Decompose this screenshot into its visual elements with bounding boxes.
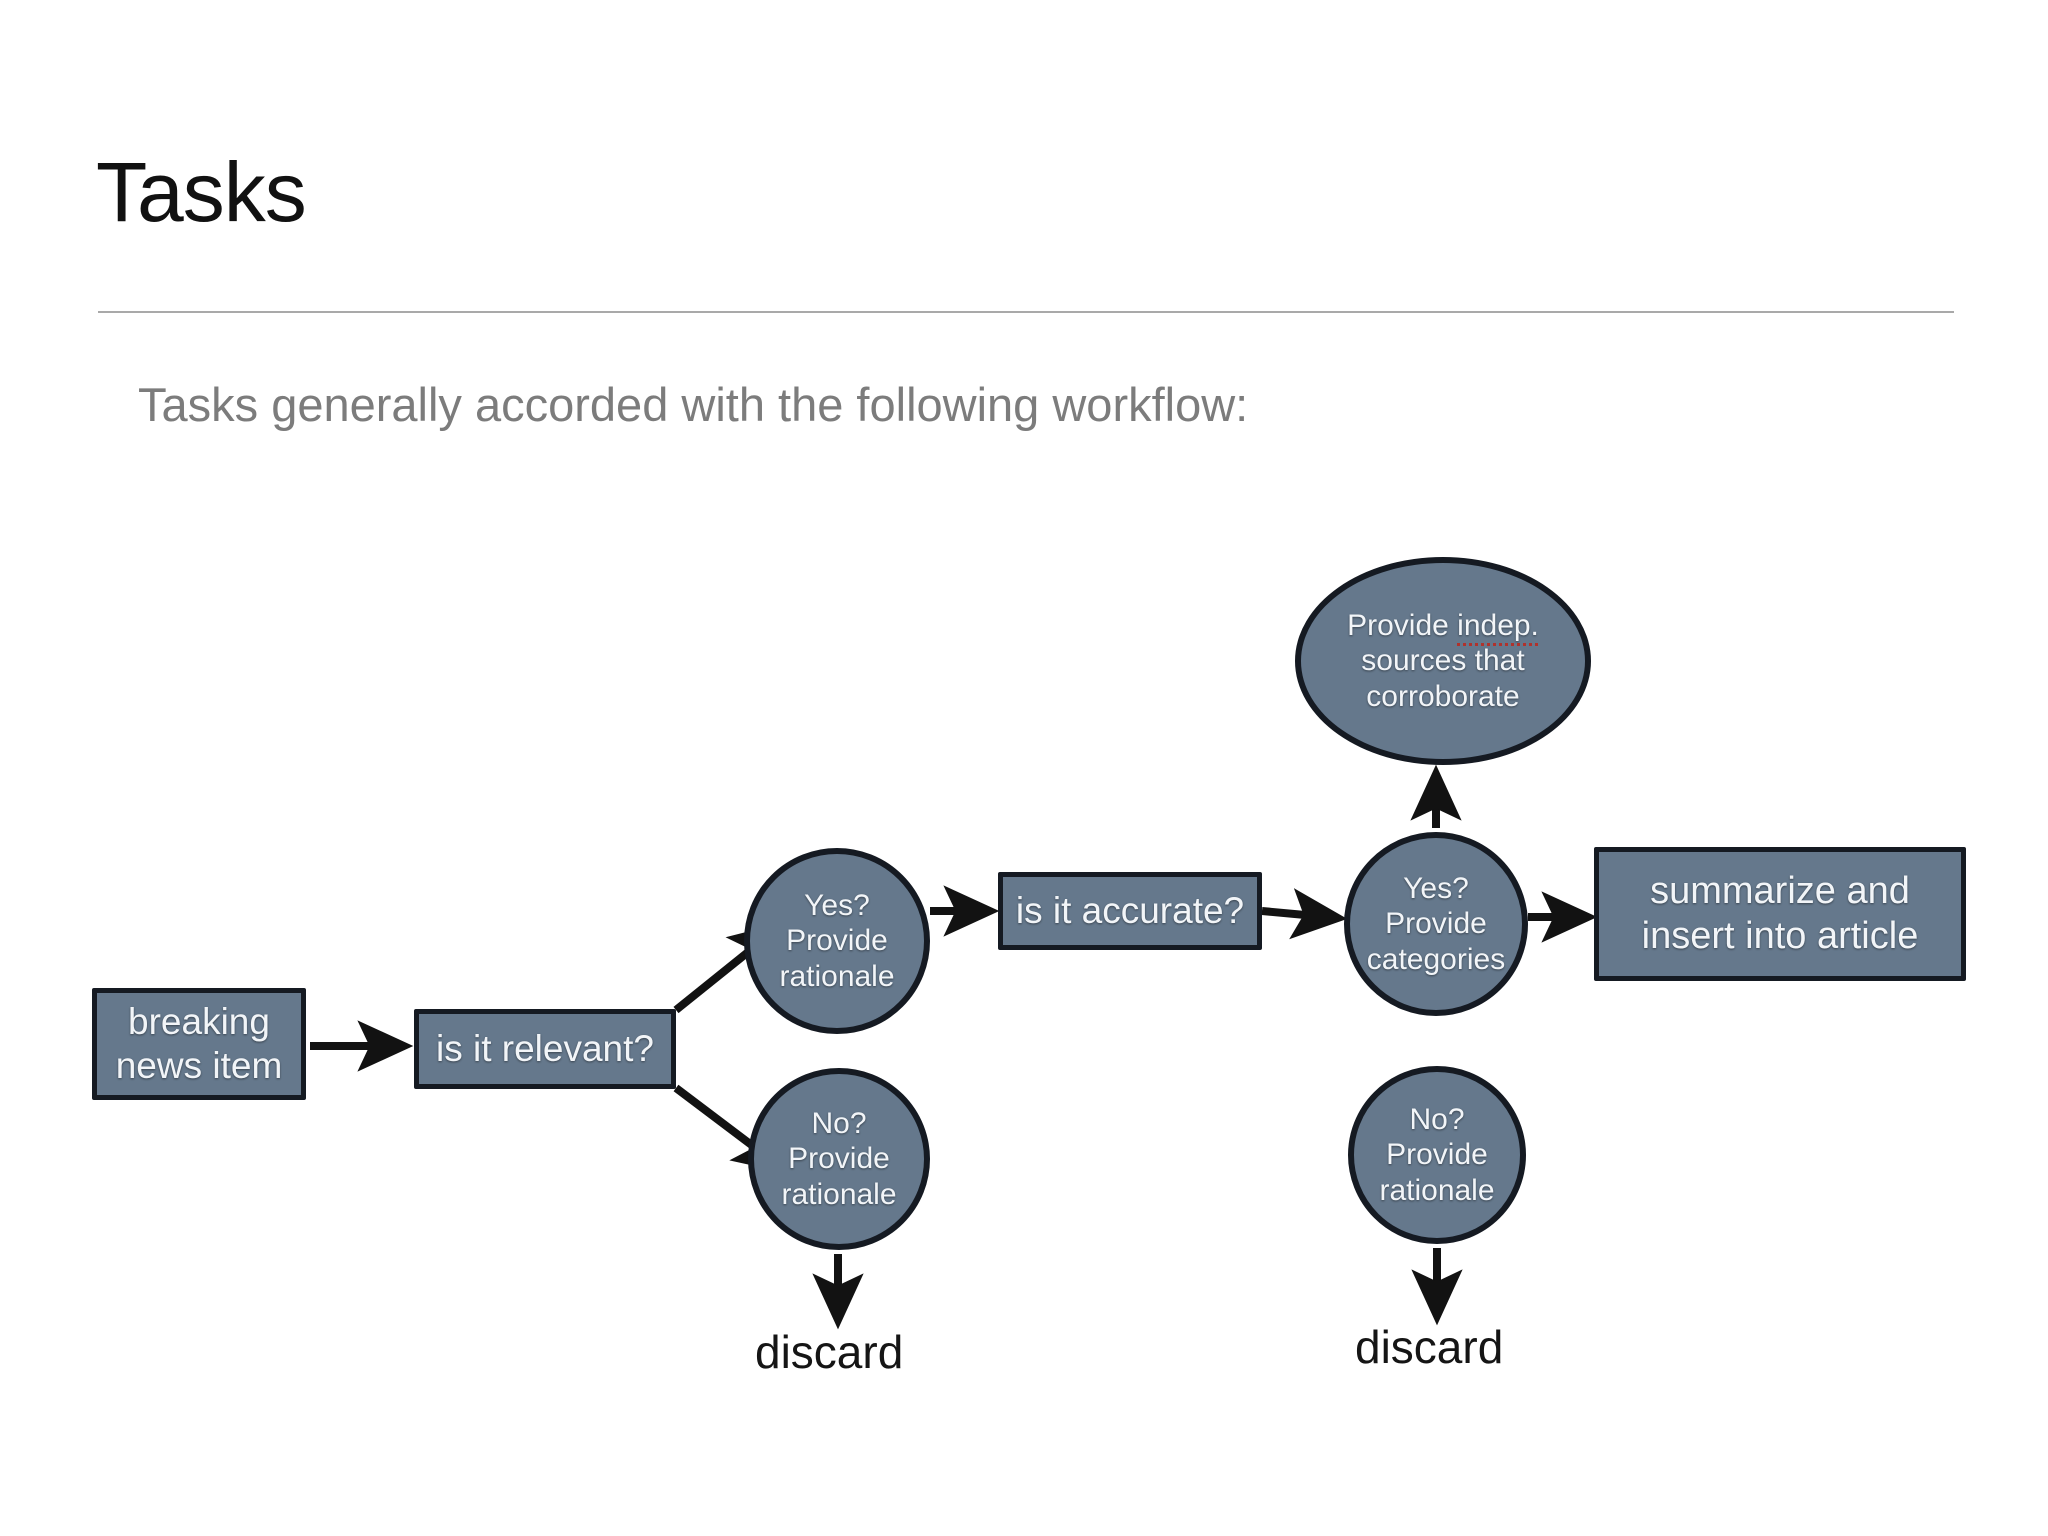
terminal-discard-left: discard [755, 1326, 904, 1378]
spellcheck-underlined-word: indep. [1457, 608, 1539, 647]
node-is-it-accurate[interactable]: is it accurate? [998, 872, 1262, 950]
node-provide-sources-line1-text: Provide [1347, 608, 1458, 642]
node-no-provide-rationale-right-line1: No? [1409, 1102, 1465, 1136]
page-title: Tasks [96, 145, 307, 239]
node-no-provide-rationale-left-line2: Provide [788, 1142, 890, 1176]
node-breaking-news-line1: breaking [128, 1001, 270, 1043]
node-yes-provide-rationale-line1: Yes? [804, 888, 870, 922]
node-is-it-relevant-label: is it relevant? [436, 1028, 654, 1070]
node-summarize-and-insert[interactable]: summarize and insert into article [1594, 847, 1966, 981]
node-yes-provide-categories[interactable]: Yes? Provide categories [1344, 832, 1528, 1016]
title-divider [98, 311, 1954, 313]
node-provide-sources-line3: corroborate [1366, 679, 1520, 713]
terminal-discard-right: discard [1355, 1321, 1504, 1373]
slide-subtitle: Tasks generally accorded with the follow… [138, 378, 1249, 431]
node-yes-provide-rationale-line2: Provide [786, 924, 888, 958]
node-breaking-news-line2: news item [115, 1045, 283, 1086]
node-provide-sources-line2: sources that [1361, 644, 1525, 678]
node-no-provide-rationale-right[interactable]: No? Provide rationale [1348, 1066, 1526, 1244]
node-breaking-news-item[interactable]: breaking news item [92, 988, 306, 1100]
node-yes-provide-categories-line3: categories [1366, 942, 1506, 976]
node-yes-provide-rationale[interactable]: Yes? Provide rationale [744, 848, 930, 1034]
node-yes-provide-categories-line2: Provide [1385, 907, 1487, 941]
node-yes-provide-rationale-line3: rationale [779, 959, 895, 993]
node-no-provide-rationale-left-line3: rationale [781, 1177, 897, 1211]
node-no-provide-rationale-right-line3: rationale [1379, 1173, 1495, 1207]
node-provide-sources-line1: Provide indep. [1341, 608, 1545, 647]
node-is-it-accurate-label: is it accurate? [1015, 890, 1245, 932]
node-summarize-line2: insert into article [1641, 915, 1919, 957]
node-no-provide-rationale-left[interactable]: No? Provide rationale [748, 1068, 930, 1250]
node-provide-independent-sources[interactable]: Provide indep. sources that corroborate [1295, 557, 1591, 765]
node-yes-provide-categories-line1: Yes? [1403, 871, 1469, 905]
node-no-provide-rationale-right-line2: Provide [1386, 1138, 1488, 1172]
node-no-provide-rationale-left-line1: No? [811, 1106, 867, 1140]
edge-isaccurate-to-yescategories [1261, 888, 1348, 940]
node-summarize-line1: summarize and [1650, 870, 1910, 913]
node-is-it-relevant[interactable]: is it relevant? [414, 1009, 676, 1089]
